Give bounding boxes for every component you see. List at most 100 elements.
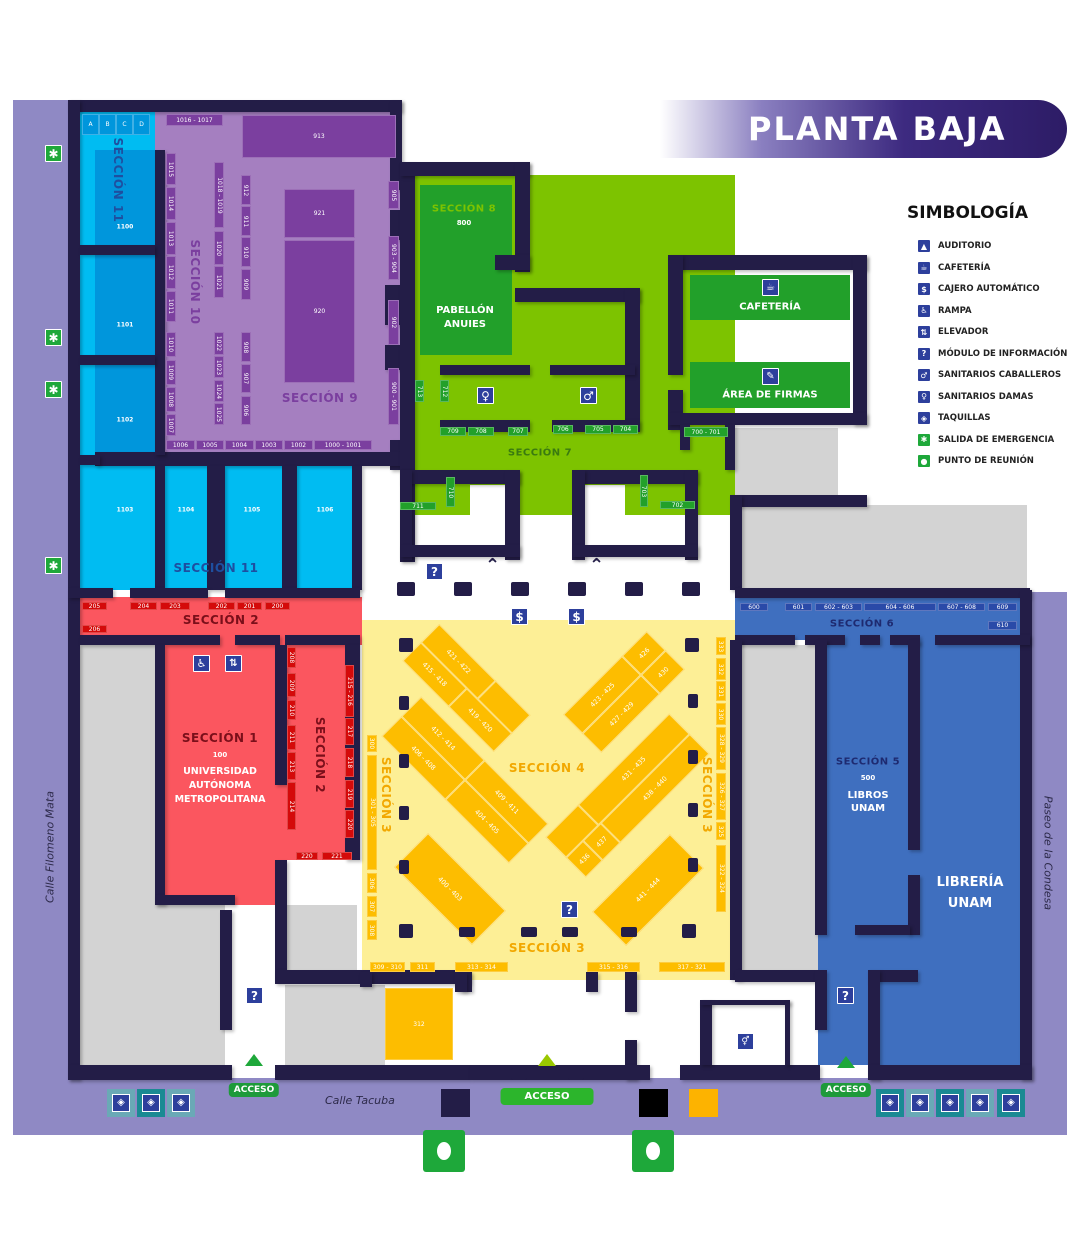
booth-s2[interactable]: 214 bbox=[287, 782, 296, 830]
booth-s10[interactable]: 1020 bbox=[214, 231, 224, 265]
booth-s2[interactable]: 205 bbox=[82, 602, 107, 610]
booth-s3[interactable]: 332 bbox=[716, 658, 726, 680]
booth-s10[interactable]: 1014 bbox=[166, 187, 176, 220]
booth-s2[interactable]: 204 bbox=[130, 602, 157, 610]
booth-s3[interactable]: 301 - 305 bbox=[367, 755, 377, 870]
booth-s2[interactable]: 206 bbox=[82, 625, 107, 633]
booth-s6[interactable]: 601 bbox=[785, 603, 812, 611]
booth-s10[interactable]: 1006 bbox=[166, 440, 195, 450]
booth-s2[interactable]: 201 bbox=[237, 602, 262, 610]
booth-s10[interactable]: 1023 bbox=[214, 356, 224, 378]
booth-s10[interactable]: 1012 bbox=[166, 256, 176, 289]
booth-s11[interactable]: D bbox=[133, 114, 150, 135]
womens-restroom-icon[interactable]: ♀ bbox=[477, 387, 494, 404]
ticket-booth-icon[interactable]: ◈ bbox=[997, 1089, 1025, 1117]
booth-s10[interactable]: 1013 bbox=[166, 222, 176, 255]
booth-s6[interactable]: 607 - 608 bbox=[938, 603, 985, 611]
booth-s2[interactable]: 208 bbox=[287, 647, 296, 668]
booth-s2[interactable]: 221 bbox=[322, 852, 352, 860]
booth-s9[interactable]: 902 bbox=[388, 300, 399, 345]
booth-s10[interactable]: 1011 bbox=[166, 291, 176, 322]
ticket-booth-icon[interactable]: ◈ bbox=[936, 1089, 964, 1117]
booth-s3[interactable]: 315 - 316 bbox=[587, 962, 640, 972]
booth-s3[interactable]: 300 bbox=[367, 735, 377, 752]
booth-s10[interactable]: 1022 bbox=[214, 332, 224, 355]
booth-s2[interactable]: 219 bbox=[345, 780, 354, 808]
booth-s10[interactable]: 1015 bbox=[166, 153, 176, 185]
booth-s10[interactable]: 1007 bbox=[166, 414, 176, 436]
booth-s7[interactable]: 708 bbox=[468, 427, 494, 436]
booth-s3[interactable]: 331 bbox=[716, 681, 726, 701]
access-label-left[interactable]: ACCESO bbox=[228, 1083, 280, 1097]
booth-s9[interactable]: 921 bbox=[284, 189, 355, 238]
ramp-icon[interactable]: ♿ bbox=[193, 655, 210, 672]
booth-s3[interactable]: 328 - 329 bbox=[716, 727, 726, 770]
booth-s10[interactable]: 1008 bbox=[166, 387, 176, 412]
booth-s3[interactable]: 306 bbox=[367, 873, 377, 893]
booth-s9[interactable]: 911 bbox=[241, 206, 251, 236]
booth-s6[interactable]: 600 bbox=[740, 603, 768, 611]
booth-s7[interactable]: 700 - 701 bbox=[684, 427, 728, 437]
booth-s7[interactable]: 702 bbox=[660, 501, 695, 509]
booth-s3[interactable]: 322 - 324 bbox=[716, 845, 726, 912]
booth-s9[interactable]: 908 bbox=[241, 332, 251, 362]
booth-s7[interactable]: 709 bbox=[440, 427, 466, 436]
booth-s7[interactable]: 713 bbox=[415, 380, 424, 402]
booth-s3[interactable]: 311 bbox=[410, 962, 435, 972]
booth-s6[interactable]: 609 bbox=[988, 603, 1017, 611]
booth-s6[interactable]: 610 bbox=[988, 621, 1017, 630]
booth-s7[interactable]: 711 bbox=[400, 502, 436, 510]
info-icon[interactable]: ? bbox=[837, 987, 854, 1004]
booth-s10[interactable]: 1009 bbox=[166, 360, 176, 385]
booth-s2[interactable]: 211 bbox=[287, 725, 296, 750]
booth-s7[interactable]: 703 bbox=[640, 475, 648, 507]
access-label-main[interactable]: ACCESO bbox=[500, 1088, 594, 1105]
atm-icon[interactable]: $ bbox=[511, 608, 528, 625]
booth-s2[interactable]: 220 bbox=[296, 852, 318, 860]
booth-s7[interactable]: 707 bbox=[508, 427, 528, 436]
booth-s9[interactable]: 909 bbox=[241, 269, 251, 300]
elevator-icon[interactable]: ⇅ bbox=[225, 655, 242, 672]
booth-s9[interactable]: 903 - 904 bbox=[388, 236, 399, 280]
booth-s11[interactable]: A bbox=[82, 114, 99, 135]
booth-s10[interactable]: 1024 bbox=[214, 380, 224, 402]
ticket-booth-icon[interactable]: ◈ bbox=[876, 1089, 904, 1117]
ticket-booth-icon[interactable]: ◈ bbox=[966, 1089, 994, 1117]
info-icon[interactable]: ? bbox=[561, 901, 578, 918]
booth-s7[interactable]: 704 bbox=[613, 425, 638, 434]
restroom-icon[interactable]: ⚥ bbox=[737, 1033, 754, 1050]
booth-s2[interactable]: 220 bbox=[345, 810, 354, 838]
booth-s3[interactable]: 308 bbox=[367, 920, 377, 940]
booth-s6[interactable]: 602 - 603 bbox=[815, 603, 862, 611]
access-label-right[interactable]: ACCESO bbox=[820, 1083, 872, 1097]
booth-s6[interactable]: 604 - 606 bbox=[864, 603, 936, 611]
info-icon[interactable]: ? bbox=[426, 563, 443, 580]
booth-s2[interactable]: 202 bbox=[208, 602, 235, 610]
booth-s9[interactable]: 905 bbox=[388, 181, 399, 209]
booth-s9[interactable]: 920 bbox=[284, 240, 355, 383]
booth-s9[interactable]: 906 bbox=[241, 396, 251, 425]
info-icon[interactable]: ? bbox=[246, 987, 263, 1004]
booth-s10[interactable]: 1005 bbox=[196, 440, 224, 450]
booth-s10[interactable]: 1016 - 1017 bbox=[166, 114, 223, 126]
booth-s3[interactable]: 330 bbox=[716, 703, 726, 725]
booth-s10[interactable]: 1002 bbox=[284, 440, 313, 450]
booth-s2[interactable]: 217 bbox=[345, 718, 354, 745]
booth-s11[interactable]: B bbox=[99, 114, 116, 135]
booth-s10[interactable]: 1004 bbox=[225, 440, 254, 450]
booth-s2[interactable]: 218 bbox=[345, 748, 354, 777]
booth-s9[interactable]: 913 bbox=[242, 115, 396, 158]
booth-s7[interactable]: 712 bbox=[440, 380, 449, 402]
ticket-booth-icon[interactable]: ◈ bbox=[107, 1089, 135, 1117]
booth-s7[interactable]: 706 bbox=[553, 425, 573, 434]
booth-s9[interactable]: 912 bbox=[241, 175, 251, 205]
booth-s9[interactable]: 907 bbox=[241, 364, 251, 393]
booth-s3[interactable]: 309 - 310 bbox=[370, 962, 405, 972]
booth-s7[interactable]: 710 bbox=[446, 477, 455, 507]
booth-s10[interactable]: 1018 - 1019 bbox=[214, 162, 224, 228]
booth-s7[interactable]: 705 bbox=[585, 425, 611, 434]
mens-restroom-icon[interactable]: ♂ bbox=[580, 387, 597, 404]
booth-s10[interactable]: 1000 - 1001 bbox=[314, 440, 372, 450]
booth-s3[interactable]: 333 bbox=[716, 637, 726, 655]
booth-s10[interactable]: 1021 bbox=[214, 266, 224, 298]
